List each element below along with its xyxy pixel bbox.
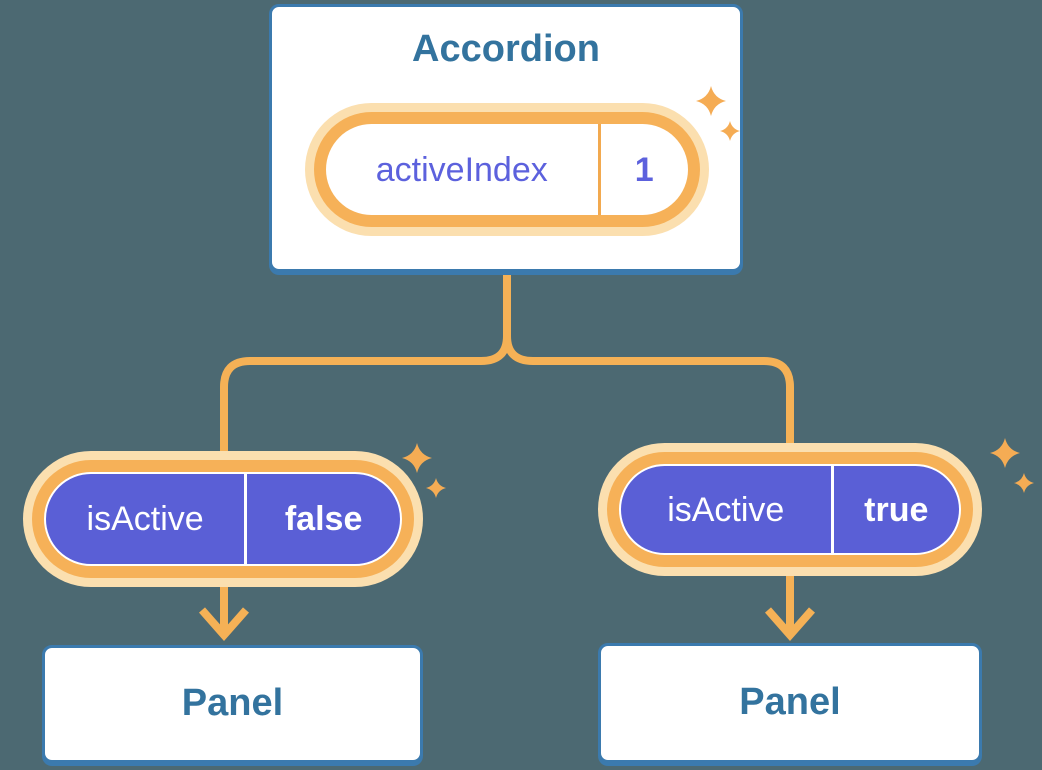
prop-name-label: isActive <box>667 490 785 529</box>
prop-value-label: false <box>244 474 400 564</box>
prop-pill-ring: isActive false <box>32 460 414 578</box>
right-arrowhead-icon <box>764 607 816 642</box>
prop-name-label: isActive <box>86 500 204 538</box>
panel-title: Panel <box>739 681 841 724</box>
big-star <box>990 438 1020 468</box>
panel-component-box-right: Panel <box>598 643 982 763</box>
panel-title: Panel <box>181 682 284 725</box>
state-pill-body: activeIndex 1 <box>326 124 688 215</box>
active-index-state-pill: activeIndex 1 <box>305 103 709 236</box>
small-star <box>426 478 446 498</box>
prop-pill-body: isActive true <box>619 464 961 555</box>
prop-value-label: true <box>830 466 959 553</box>
is-active-prop-pill-right: isActive true <box>598 443 982 576</box>
branch-line-right <box>503 275 794 450</box>
left-arrowhead-icon <box>198 607 250 642</box>
panel-component-box-left: Panel <box>42 645 423 763</box>
branch-line-left <box>220 275 511 455</box>
state-value-label: 1 <box>597 124 689 215</box>
is-active-prop-pill-left: isActive false <box>23 451 423 587</box>
accordion-title: Accordion <box>412 28 600 70</box>
small-star <box>1014 473 1034 493</box>
state-pill-ring: activeIndex 1 <box>314 112 700 227</box>
prop-pill-ring: isActive true <box>607 452 973 567</box>
state-name-label: activeIndex <box>375 150 548 189</box>
big-star <box>402 443 432 473</box>
sparkles-icon <box>990 438 1034 493</box>
prop-pill-body: isActive false <box>44 472 402 566</box>
